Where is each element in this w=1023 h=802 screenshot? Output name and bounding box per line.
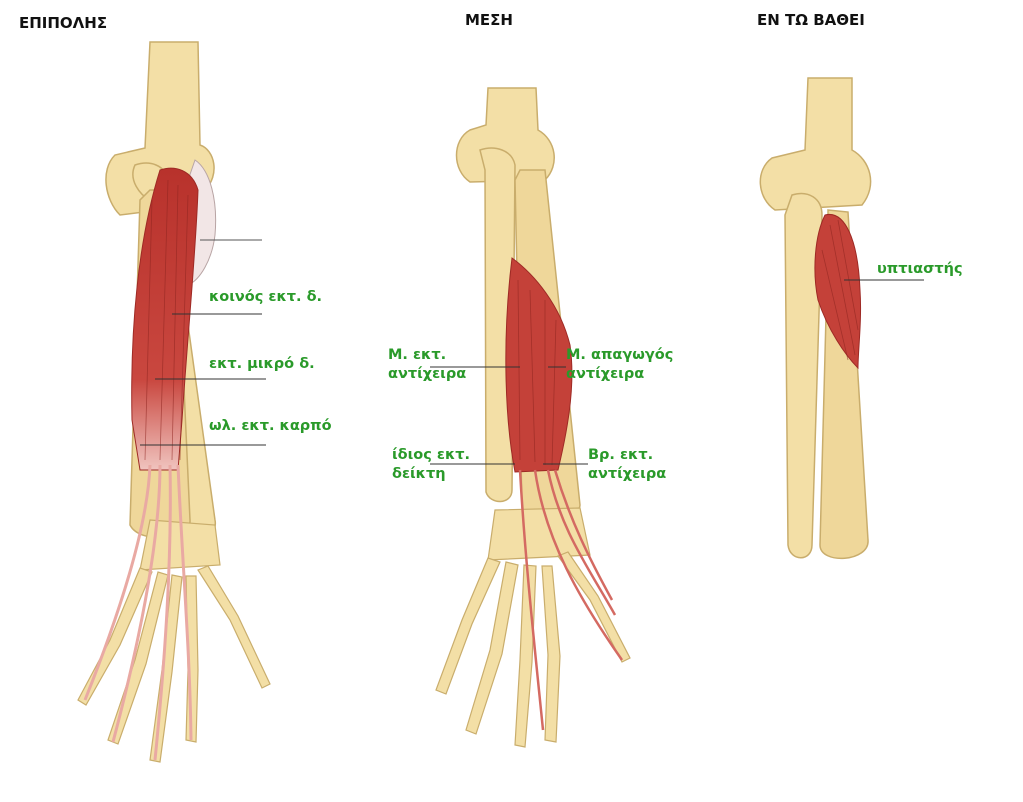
- humerus-bone-deep: [759, 77, 872, 211]
- label-line-2: αντίχειρα: [566, 366, 645, 382]
- ulna-bone-middle: [479, 147, 516, 503]
- superficial-hand-bones: [77, 519, 271, 763]
- label-extensor-digiti-minimi: εκτ. μικρό δ.: [209, 356, 315, 372]
- middle-forearm: [430, 87, 631, 748]
- label-line-1: Βρ. εκτ.: [588, 447, 654, 463]
- label-extensor-digitorum: κοινός εκτ. δ.: [209, 289, 323, 305]
- label-extensor-pollicis-longus: Μ. εκτ. αντίχειρα: [388, 346, 466, 384]
- supinator-muscle: [814, 213, 862, 370]
- label-line-2: δείκτη: [392, 466, 446, 482]
- superficial-forearm: [77, 41, 271, 763]
- deep-forearm: [759, 77, 924, 559]
- label-line-1: Μ. εκτ.: [388, 347, 447, 363]
- middle-tendons: [518, 469, 624, 731]
- label-line-2: αντίχειρα: [588, 466, 667, 482]
- ulna-bone-deep: [784, 192, 823, 559]
- label-line-2: αντίχειρα: [388, 366, 467, 382]
- label-line-1: ίδιος εκτ.: [392, 447, 471, 463]
- heading-deep: ΕΝ ΤΩ ΒΑΘΕΙ: [757, 11, 865, 29]
- label-extensor-pollicis-brevis: Βρ. εκτ. αντίχειρα: [588, 446, 666, 484]
- heading-middle: ΜΕΣΗ: [465, 11, 513, 29]
- superficial-tendons: [83, 464, 193, 761]
- heading-superficial: ΕΠΙΠΟΛΗΣ: [19, 14, 108, 32]
- label-supinator: υπτιαστής: [877, 261, 963, 277]
- deep-extensor-muscles: [505, 257, 573, 473]
- label-abductor-pollicis-longus: Μ. απαγωγός αντίχειρα: [566, 346, 673, 384]
- label-extensor-indicis: ίδιος εκτ. δείκτη: [392, 446, 470, 484]
- label-line-1: Μ. απαγωγός: [566, 347, 674, 363]
- label-extensor-carpi-ulnaris: ωλ. εκτ. καρπό: [209, 418, 332, 434]
